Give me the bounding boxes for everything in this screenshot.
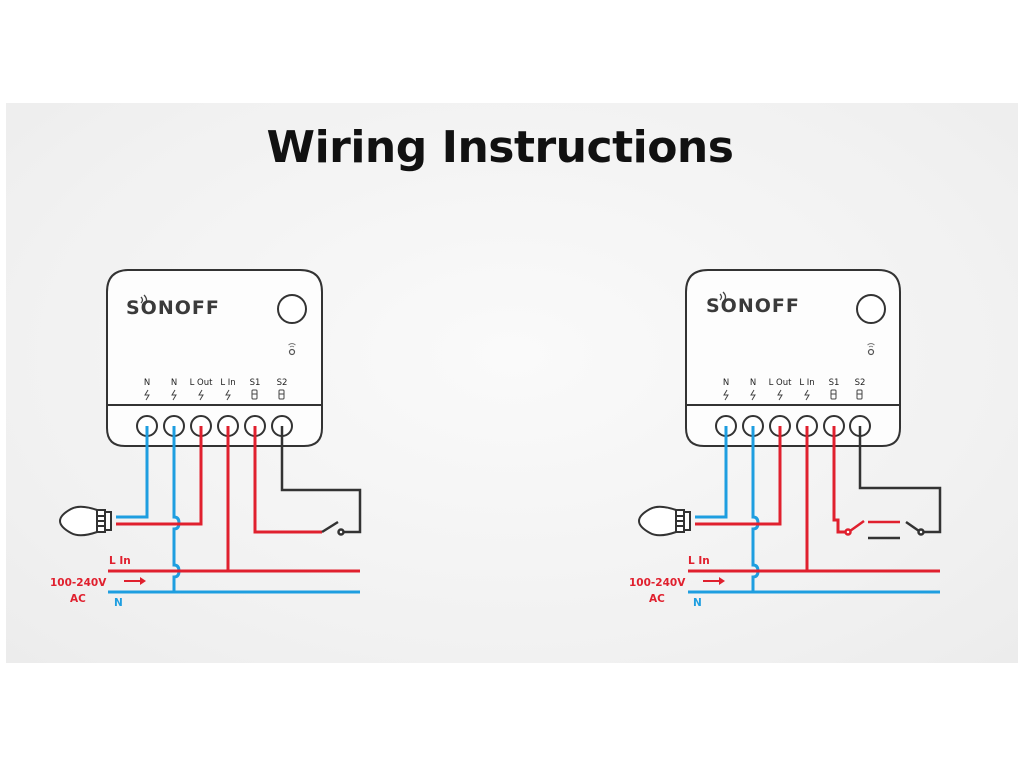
light-bulb-icon <box>58 505 112 537</box>
wifi-icon <box>719 291 727 303</box>
live-wires <box>108 426 360 573</box>
l-in-label: L In <box>109 555 131 567</box>
live-wires <box>688 426 940 573</box>
l-in-label: L In <box>688 555 710 567</box>
voltage-label: 100-240V <box>629 577 686 589</box>
terminal-label-l-in: L In <box>799 378 814 388</box>
lightning-icons <box>144 389 231 401</box>
terminal-label-n1: N <box>144 378 150 388</box>
terminal-label-l-out: L Out <box>190 378 214 388</box>
terminal-label-l-out: L Out <box>769 378 793 388</box>
device-module: SONOFF N N L Out L In S1 S2 <box>685 269 901 447</box>
switch-terminal-icons <box>251 389 285 400</box>
light-bulb-icon <box>637 505 691 537</box>
arrow-right-icon <box>703 577 725 585</box>
device-module: SONOFF N N L Out L In S1 S2 <box>106 269 323 447</box>
ac-label: AC <box>70 593 86 605</box>
diagram-single-switch: SONOFF N N L Out L In S1 S2 <box>50 269 362 609</box>
arrow-right-icon <box>124 577 146 585</box>
ac-label: AC <box>649 593 665 605</box>
neutral-label: N <box>693 597 702 609</box>
led-indicator-icon <box>867 343 875 356</box>
switch-wire <box>280 426 362 536</box>
terminal-label-n2: N <box>171 378 177 388</box>
page-title: Wiring Instructions <box>266 122 734 173</box>
voltage-label: 100-240V <box>50 577 107 589</box>
terminal-label-l-in: L In <box>220 378 235 388</box>
led-indicator-icon <box>288 343 296 356</box>
switch-wire <box>858 426 942 534</box>
terminal-label-n1: N <box>723 378 729 388</box>
terminal-label-n2: N <box>750 378 756 388</box>
terminal-label-s1: S1 <box>829 378 840 388</box>
terminal-label-s2: S2 <box>855 378 866 388</box>
wifi-icon <box>140 294 148 306</box>
two-way-switch-symbol <box>844 519 925 540</box>
terminal-label-s2: S2 <box>277 378 288 388</box>
lightning-icons <box>723 389 810 401</box>
switch-terminal-icons <box>830 389 863 400</box>
brand-logo: SONOFF <box>706 295 800 317</box>
pairing-button <box>856 294 886 324</box>
terminal-label-s1: S1 <box>250 378 261 388</box>
neutral-label: N <box>114 597 123 609</box>
neutral-wires <box>688 426 940 594</box>
diagram-two-way-switch: SONOFF N N L Out L In S1 S2 <box>629 269 942 609</box>
brand-logo: SONOFF <box>126 297 220 319</box>
neutral-wires <box>108 426 360 594</box>
pairing-button <box>277 294 307 324</box>
